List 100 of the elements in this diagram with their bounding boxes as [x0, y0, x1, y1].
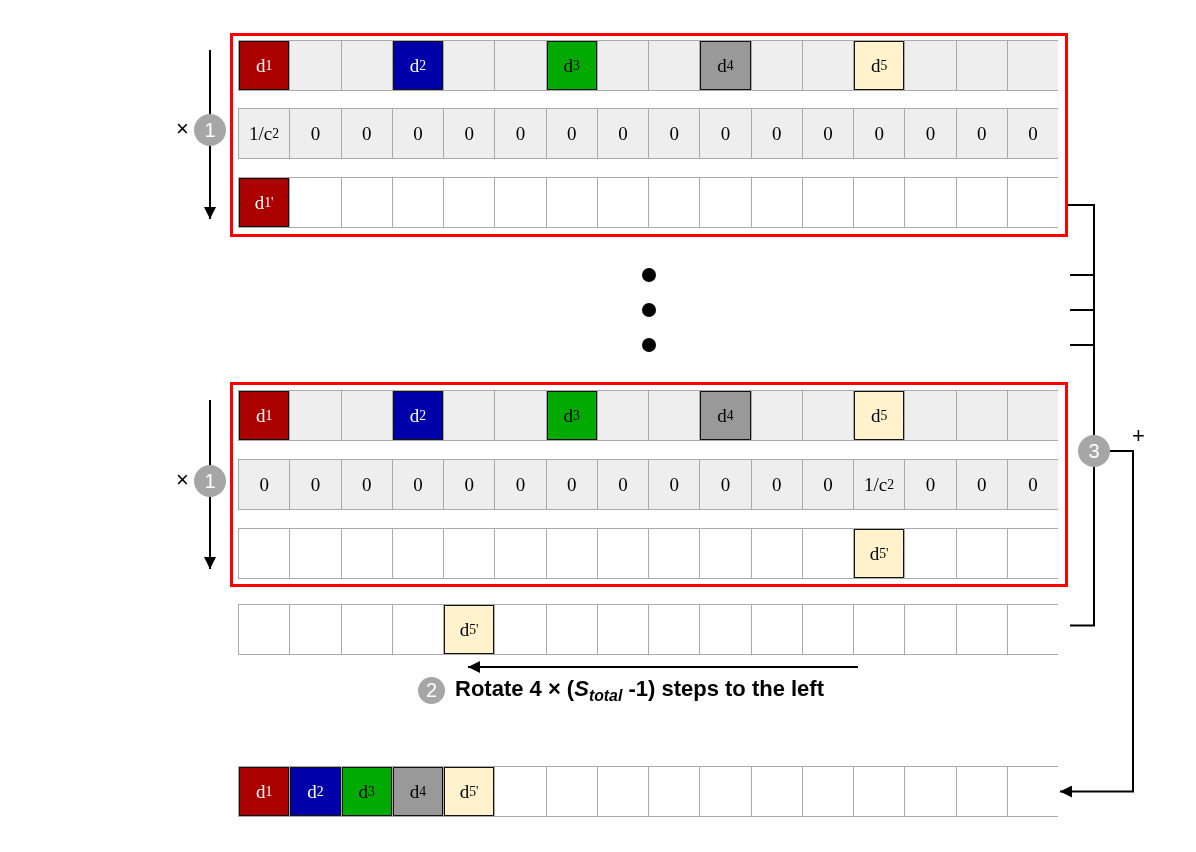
array-cell: 0 [495, 460, 546, 509]
array-cell [546, 767, 597, 816]
array-cell [290, 529, 341, 578]
array-cell: 0 [290, 460, 341, 509]
array-cell [341, 41, 392, 90]
array-cell: 0 [546, 460, 597, 509]
array-cell [392, 605, 443, 654]
connector-line [1069, 466, 1095, 627]
array-cell [1007, 178, 1058, 227]
array-cell [956, 178, 1007, 227]
array-cell [956, 529, 1007, 578]
array-cell [341, 178, 392, 227]
array-row [238, 604, 1058, 655]
array-cell: 0 [802, 460, 853, 509]
array-cell [392, 529, 443, 578]
array-cell [905, 529, 956, 578]
array-row [238, 390, 1058, 441]
array-cell [597, 178, 648, 227]
array-cell [854, 178, 905, 227]
array-cell [905, 391, 956, 440]
connector-line [1059, 450, 1134, 798]
array-cell [392, 178, 443, 227]
array-cell [956, 41, 1007, 90]
array-cell [649, 605, 700, 654]
array-cell [905, 41, 956, 90]
array-cell: 0 [751, 109, 802, 158]
array-cell [546, 605, 597, 654]
array-cell: 0 [649, 460, 700, 509]
array-cell [751, 41, 802, 90]
highlight-frame [230, 382, 1068, 587]
array-cell [1007, 529, 1058, 578]
array-cell [956, 605, 1007, 654]
array-cell [751, 178, 802, 227]
array-cell: 0 [956, 460, 1007, 509]
array-cell: 0 [1007, 460, 1058, 509]
array-row [238, 766, 1058, 817]
array-row [238, 40, 1058, 91]
array-cell: 0 [290, 109, 341, 158]
array-cell [495, 41, 546, 90]
array-cell [751, 529, 802, 578]
array-cell [700, 605, 751, 654]
array-cell [341, 605, 392, 654]
array-cell [239, 605, 290, 654]
array-cell: 0 [649, 109, 700, 158]
array-cell [341, 529, 392, 578]
highlight-frame [230, 33, 1068, 237]
array-cell: 0 [392, 109, 443, 158]
array-cell [1007, 391, 1058, 440]
array-cell [905, 178, 956, 227]
array-cell [290, 605, 341, 654]
array-cell [597, 605, 648, 654]
step-number-badge: 3 [1078, 435, 1110, 467]
array-cell [1007, 605, 1058, 654]
array-cell [700, 178, 751, 227]
array-cell: 0 [444, 109, 495, 158]
array-cell [444, 178, 495, 227]
array-cell [700, 767, 751, 816]
array-row [238, 528, 1058, 579]
array-cell [495, 391, 546, 440]
array-cell: 0 [239, 460, 290, 509]
array-cell: 0 [444, 460, 495, 509]
array-cell [649, 529, 700, 578]
array-cell [802, 178, 853, 227]
array-cell: 0 [854, 109, 905, 158]
array-cell [495, 605, 546, 654]
array-cell [649, 391, 700, 440]
array-cell [802, 767, 853, 816]
step-number-badge: 2 [418, 677, 445, 704]
array-cell [802, 41, 853, 90]
array-cell: 0 [597, 460, 648, 509]
array-cell [444, 391, 495, 440]
array-row [238, 177, 1058, 228]
array-cell [597, 767, 648, 816]
array-cell [956, 767, 1007, 816]
connector-line [1069, 344, 1095, 436]
array-cell [649, 41, 700, 90]
array-cell [1007, 41, 1058, 90]
array-cell [495, 767, 546, 816]
array-cell [546, 529, 597, 578]
operator-symbol: × [176, 467, 189, 493]
array-cell: 0 [905, 460, 956, 509]
operator-symbol: × [176, 116, 189, 142]
array-cell [597, 391, 648, 440]
array-cell [495, 529, 546, 578]
array-cell [751, 391, 802, 440]
array-cell: 0 [802, 109, 853, 158]
array-cell: 0 [495, 109, 546, 158]
array-cell [239, 529, 290, 578]
array-cell [649, 178, 700, 227]
array-cell [495, 178, 546, 227]
array-cell [444, 41, 495, 90]
array-cell: 0 [341, 109, 392, 158]
array-cell [751, 605, 802, 654]
array-cell [854, 605, 905, 654]
instruction-text: Rotate 4 × (S$_{total}$ -1) steps to the left [455, 676, 824, 702]
array-cell [290, 41, 341, 90]
array-cell: 0 [700, 460, 751, 509]
step-number-badge: 1 [194, 114, 226, 146]
array-cell [597, 41, 648, 90]
array-cell: 0 [392, 460, 443, 509]
